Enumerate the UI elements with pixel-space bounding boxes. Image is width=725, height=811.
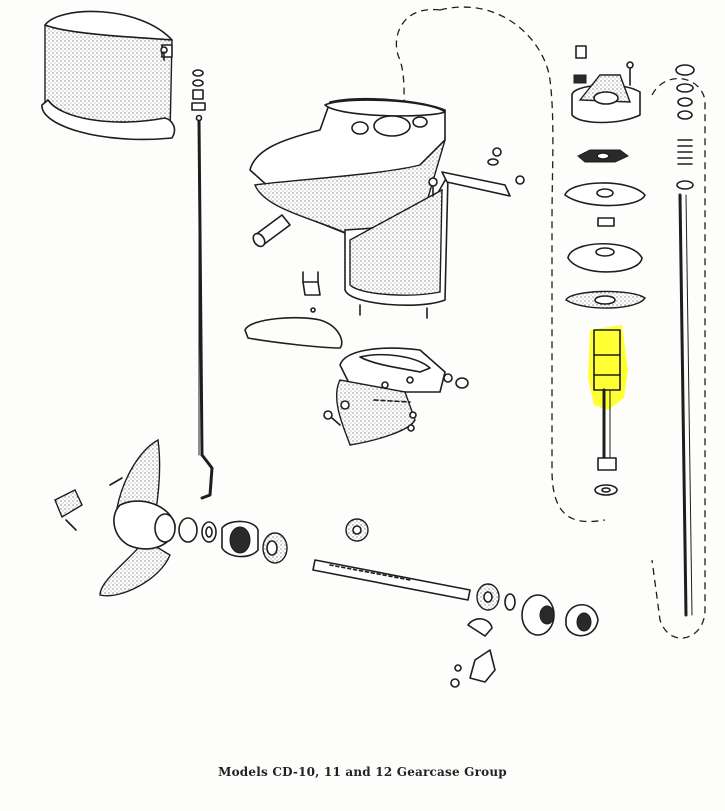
driveshaft-washer	[594, 484, 618, 496]
water-tube	[252, 214, 291, 248]
bearing-washer	[201, 521, 217, 543]
link-screw	[487, 147, 502, 166]
pump-gasket	[565, 290, 646, 309]
case-screw	[428, 177, 438, 197]
forward-gear	[262, 532, 288, 564]
diagram-caption: Models CD-10, 11 and 12 Gearcase Group	[218, 765, 507, 779]
highlighted-driveshaft	[588, 325, 628, 410]
clutch-dog	[521, 594, 555, 636]
retainer-clip	[302, 271, 321, 313]
shift-rod	[195, 114, 214, 500]
bearing-carrier	[221, 520, 259, 558]
pump-seal	[597, 217, 615, 227]
reverse-gear	[476, 583, 516, 611]
propeller	[99, 438, 176, 597]
driveshaft-lower	[597, 388, 617, 471]
bearing-cap	[565, 603, 599, 637]
housing-screw	[160, 46, 168, 61]
pump-impeller	[577, 149, 629, 163]
gearcase-housing	[249, 97, 449, 319]
pump-base	[567, 243, 643, 273]
seal-stack	[675, 64, 695, 190]
shift-lever	[450, 649, 496, 688]
prop-nut	[54, 489, 83, 531]
spring-wire	[244, 316, 343, 349]
shear-pin	[109, 477, 123, 486]
shift-link-bar	[441, 171, 525, 197]
assembly-path-right	[651, 78, 706, 639]
skeg-screws	[323, 400, 350, 426]
washer-stack	[191, 69, 206, 111]
propeller-shaft	[312, 559, 471, 601]
lower-gearcase	[335, 347, 446, 446]
pump-plate	[564, 182, 646, 207]
upper-driveshaft	[678, 193, 693, 617]
exhaust-housing	[41, 10, 176, 141]
pinion-gear	[345, 518, 369, 542]
pump-housing	[571, 45, 641, 124]
o-ring	[178, 517, 198, 543]
shift-cam	[467, 618, 493, 637]
drain-washers	[407, 373, 469, 432]
